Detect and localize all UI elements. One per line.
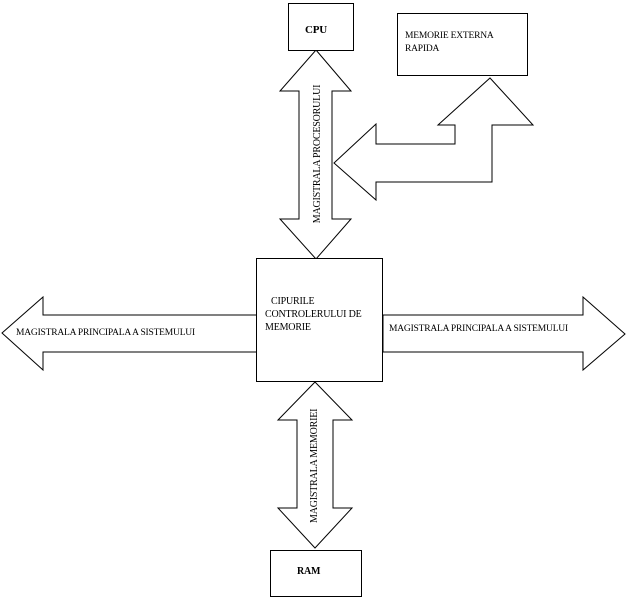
ram-label: RAM <box>297 566 321 577</box>
external-memory-box: MEMORIE EXTERNA RAPIDA <box>397 13 528 76</box>
memory-bus-arrow <box>276 381 354 549</box>
external-memory-label: MEMORIE EXTERNA RAPIDA <box>405 31 494 54</box>
processor-bus-label: MAGISTRALA PROCESORULUI <box>312 84 323 224</box>
cpu-label: CPU <box>305 24 328 36</box>
main-bus-left-label: MAGISTRALA PRINCIPALA A SISTEMULUI <box>16 328 195 338</box>
cpu-box: CPU <box>288 3 354 51</box>
memory-bus-label: MAGISTRALA MEMORIEI <box>309 408 320 523</box>
external-memory-arrow <box>333 77 535 202</box>
ram-box: RAM <box>270 550 362 597</box>
main-bus-right-arrow <box>382 295 626 372</box>
main-bus-right-label: MAGISTRALA PRINCIPALA A SISTEMULUI <box>389 324 568 334</box>
controller-label: CIPURILE CONTROLERULUI DE MEMORIE <box>265 296 362 333</box>
controller-box: CIPURILE CONTROLERULUI DE MEMORIE <box>256 258 383 382</box>
